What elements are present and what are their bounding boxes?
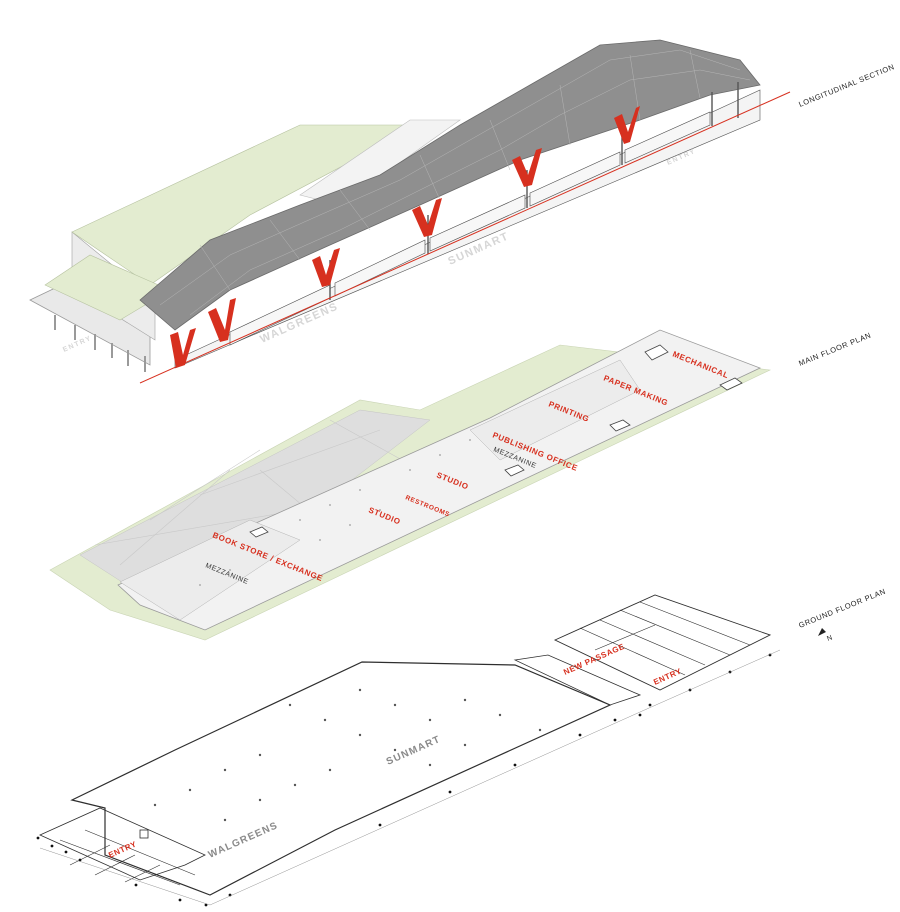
- dimension-ticks: [36, 653, 772, 907]
- ground-floor-plan: SUNMART WALGREENS NEW PASSAGE ENTRY ENTR…: [36, 587, 887, 907]
- section-bays: [229, 111, 711, 346]
- north-arrow-label: N: [826, 634, 833, 642]
- new-passage-label: NEW PASSAGE: [562, 642, 626, 677]
- dimension-line-bottom: [209, 711, 641, 906]
- new-passage-strip: [513, 654, 642, 706]
- right-entry-block: [553, 594, 772, 691]
- section-entry-left-label: ENTRY: [62, 335, 93, 354]
- ground-floor-title: GROUND FLOOR PLAN: [797, 587, 887, 630]
- section-cut-line: [139, 91, 791, 384]
- column-grid-dots: [153, 688, 542, 822]
- section-title: LONGITUDINAL SECTION: [797, 62, 895, 109]
- canopy-columns: [54, 315, 146, 372]
- main-floor-plan: MECHANICAL PAPER MAKING PRINTING PUBLISH…: [49, 329, 872, 641]
- left-entry-block: [39, 807, 206, 881]
- ground-entry-right-label: ENTRY: [652, 666, 683, 686]
- north-arrow-icon: N: [818, 628, 833, 643]
- right-entry-bay-lines: [579, 601, 751, 676]
- dimension-line-left: [39, 847, 211, 906]
- dimension-line-right: [639, 649, 781, 713]
- skylight-markers: [249, 344, 743, 538]
- ground-floor-outline: [70, 661, 612, 896]
- floor-dots: [199, 439, 471, 586]
- faceted-roof: [139, 39, 761, 331]
- mezzanine-lower-zone: [119, 519, 301, 621]
- longitudinal-section: WALGREENS SUNMART ENTRY ENTRY LONGITUDIN…: [29, 39, 896, 384]
- main-floor-title: MAIN FLOOR PLAN: [797, 331, 872, 368]
- mezzanine-upper-zone: [469, 359, 641, 461]
- red-v-supports: [170, 106, 640, 368]
- elevator-core: [139, 829, 149, 839]
- left-entry-bay-lines: [59, 829, 196, 886]
